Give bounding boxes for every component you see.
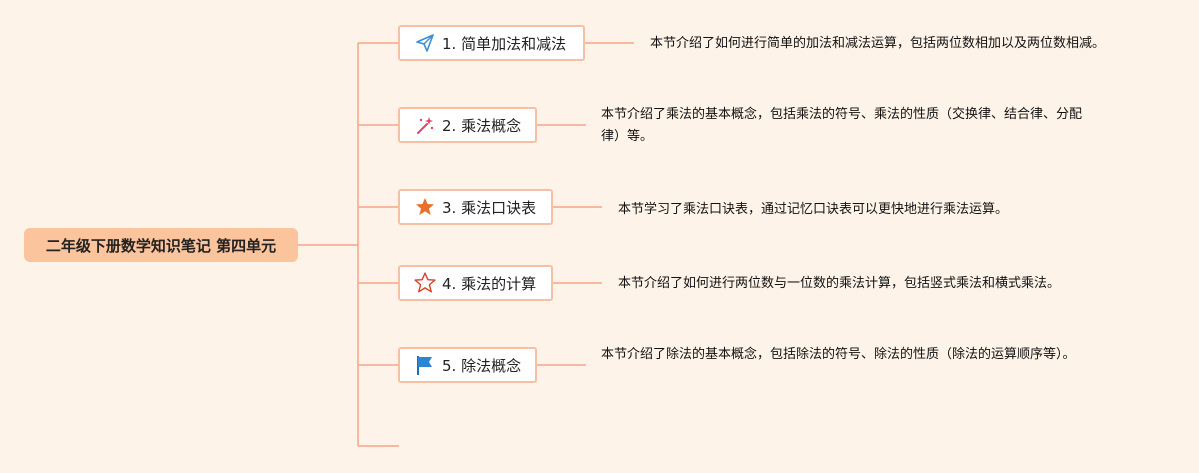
root-node[interactable]: 二年级下册数学知识笔记 第四单元 [24, 228, 298, 262]
star-outline-icon [414, 272, 436, 294]
topic-note-1: 本节介绍了如何进行简单的加法和减法运算，包括两位数相加以及两位数相减。 [650, 36, 1106, 51]
topic-label-2: 2. 乘法概念 [442, 116, 522, 135]
topic-node-4[interactable]: 4. 乘法的计算 [398, 265, 553, 301]
topic-note-4: 本节介绍了如何进行两位数与一位数的乘法计算，包括竖式乘法和横式乘法。 [618, 276, 1061, 291]
topic-node-1[interactable]: 1. 简单加法和减法 [398, 25, 585, 61]
topic-label-5: 5. 除法概念 [442, 356, 522, 375]
star-filled-icon [414, 196, 436, 218]
topic-label-3: 3. 乘法口诀表 [442, 198, 537, 217]
topic-node-5[interactable]: 5. 除法概念 [398, 347, 537, 383]
flag-icon [414, 354, 436, 376]
topic-note-5: 本节介绍了除法的基本概念，包括除法的符号、除法的性质（除法的运算顺序等）。 [601, 347, 1076, 362]
topic-note-2: 本节介绍了乘法的基本概念，包括乘法的符号、乘法的性质（交换律、结合律、分配律）等… [601, 107, 1083, 144]
topic-label-4: 4. 乘法的计算 [442, 274, 537, 293]
topic-label-1: 1. 简单加法和减法 [442, 34, 567, 53]
root-title: 二年级下册数学知识笔记 第四单元 [45, 236, 277, 255]
magic-wand-icon [414, 114, 436, 136]
topic-note-3: 本节学习了乘法口诀表，通过记忆口诀表可以更快地进行乘法运算。 [618, 202, 1009, 217]
topic-node-3[interactable]: 3. 乘法口诀表 [398, 189, 553, 225]
topic-node-2[interactable]: 2. 乘法概念 [398, 107, 537, 143]
paper-plane-icon [414, 32, 436, 54]
